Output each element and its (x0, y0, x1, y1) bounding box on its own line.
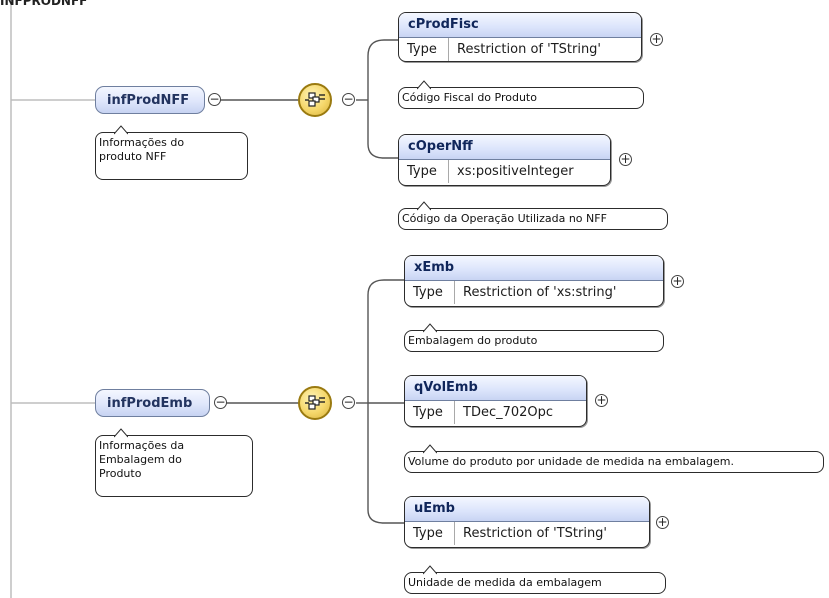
annotation-tail (423, 323, 437, 333)
annotation-infprodemb: Informações da Embalagem do Produto (95, 428, 253, 497)
type-value: Restriction of 'TString' (457, 42, 602, 57)
annotation-uemb: Unidade de medida da embalagem (404, 565, 666, 594)
collapse-toggle-sequence[interactable]: − (342, 395, 355, 409)
type-value: TDec_702Opc (463, 405, 554, 420)
type-value: Restriction of 'TString' (463, 526, 608, 541)
type-value: xs:positiveInteger (457, 164, 574, 179)
annotation-infprodnff: Informações do produto NFF (95, 125, 248, 180)
expand-toggle-qvolemb[interactable]: + (595, 393, 608, 407)
annotation-xemb: Embalagem do produto (404, 323, 664, 352)
annotation-text: Embalagem do produto (408, 334, 538, 347)
sequence-glyph-icon (305, 92, 325, 107)
annotation-copernff: Código da Operação Utilizada no NFF (398, 201, 668, 230)
element-cprodfisc[interactable]: cProdFisc Type Restriction of 'TString' (398, 12, 642, 62)
annotation-tail (423, 565, 437, 575)
annotation-tail (114, 428, 128, 438)
annotation-tail (423, 444, 437, 454)
annotation-line: Embalagem do (99, 453, 182, 466)
element-qvolemb[interactable]: qVolEmb Type TDec_702Opc (404, 375, 587, 427)
annotation-line: produto NFF (99, 150, 167, 163)
element-copernff[interactable]: cOperNff Type xs:positiveInteger (398, 134, 611, 186)
type-row: Type Restriction of 'TString' (405, 522, 649, 545)
expand-toggle-xemb[interactable]: + (671, 274, 684, 288)
annotation-cprodfisc: Código Fiscal do Produto (398, 80, 644, 109)
annotation-tail (417, 80, 431, 90)
expand-toggle-cprodfisc[interactable]: + (650, 32, 663, 46)
type-key: Type (399, 38, 449, 61)
type-key: Type (405, 522, 455, 545)
annotation-text: Código Fiscal do Produto (402, 91, 537, 104)
element-infprodnff[interactable]: infProdNFF (95, 86, 205, 114)
annotation-tail (114, 125, 128, 135)
expand-toggle-copernff[interactable]: + (619, 152, 632, 166)
header-label: INFPRODNFF (0, 0, 88, 8)
type-key: Type (399, 160, 449, 183)
sequence-compositor-icon[interactable] (298, 386, 332, 420)
element-uemb[interactable]: uEmb Type Restriction of 'TString' (404, 496, 650, 548)
annotation-qvolemb: Volume do produto por unidade de medida … (404, 444, 824, 473)
element-name: cProdFisc (399, 13, 641, 38)
annotation-text: Código da Operação Utilizada no NFF (402, 212, 607, 225)
element-name: xEmb (405, 256, 663, 281)
element-infprodemb[interactable]: infProdEmb (95, 389, 210, 417)
annotation-text: Unidade de medida da embalagem (408, 576, 602, 589)
type-key: Type (405, 281, 455, 304)
type-value: Restriction of 'xs:string' (463, 285, 617, 300)
sequence-glyph-icon (305, 395, 325, 410)
annotation-tail (417, 201, 431, 211)
collapse-toggle-infprodemb[interactable]: − (214, 395, 227, 409)
annotation-line: Informações da (99, 439, 185, 452)
annotation-text: Volume do produto por unidade de medida … (408, 455, 734, 468)
type-row: Type xs:positiveInteger (399, 160, 610, 183)
type-row: Type TDec_702Opc (405, 401, 586, 424)
annotation-line: Produto (99, 467, 142, 480)
sequence-compositor-icon[interactable] (298, 83, 332, 117)
element-name: uEmb (405, 497, 649, 522)
expand-toggle-uemb[interactable]: + (656, 515, 669, 529)
element-name: cOperNff (399, 135, 610, 160)
collapse-toggle-infprodnff[interactable]: − (208, 92, 221, 106)
collapse-toggle-sequence[interactable]: − (342, 92, 355, 106)
type-key: Type (405, 401, 455, 424)
type-row: Type Restriction of 'xs:string' (405, 281, 663, 304)
element-name: qVolEmb (405, 376, 586, 401)
type-row: Type Restriction of 'TString' (399, 38, 641, 61)
annotation-line: Informações do (99, 136, 185, 149)
element-xemb[interactable]: xEmb Type Restriction of 'xs:string' (404, 255, 664, 307)
